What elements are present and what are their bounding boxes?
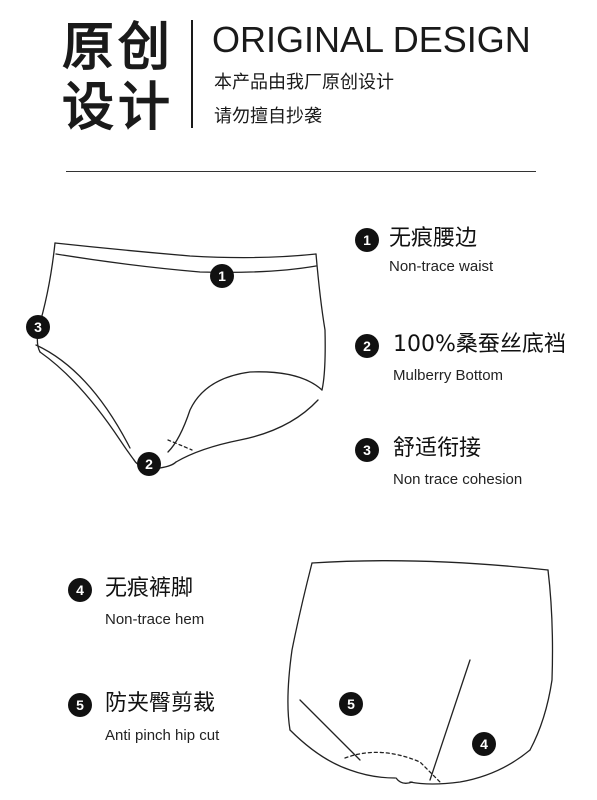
feature-4-number: 4 [68,578,92,602]
back-waistband [311,560,549,571]
en-title: ORIGINAL DESIGN [212,19,531,60]
feature-4-subtitle: Non-trace hem [105,611,205,628]
back-seam-right [429,659,471,781]
back-gusset-dashed [344,751,441,783]
front-waistband [54,242,317,259]
feature-3-number: 3 [355,438,379,462]
feature-5-subtitle: Anti pinch hip cut [105,727,220,744]
header-rule [66,171,536,172]
back-seam-left [299,699,361,761]
subtitle-line1: 本产品由我厂原创设计 [214,72,394,93]
feature-3-title: 舒适衔接 [393,436,482,461]
feature-1-subtitle: Non-trace waist [389,258,494,275]
back-marker-5: 5 [339,692,363,716]
front-marker-1: 1 [210,264,234,288]
front-marker-3: 3 [26,315,50,339]
subtitle-line2: 请勿擅自抄袭 [214,106,322,127]
zh-title-line1: 原创 [62,18,175,78]
feature-1-number: 1 [355,228,379,252]
front-marker-2: 2 [137,452,161,476]
feature-4-title: 无痕裤脚 [105,576,194,601]
feature-2-number: 2 [355,334,379,358]
back-marker-4: 4 [472,732,496,756]
feature-2-title: 100%桑蚕丝底裆 [393,332,566,357]
zh-title-line2: 设计 [62,78,175,138]
feature-3-subtitle: Non trace cohesion [393,471,523,488]
feature-1-title: 无痕腰边 [389,226,478,251]
feature-5-title: 防夹臀剪裁 [105,691,216,716]
front-gusset-dashed [167,439,193,451]
feature-5-number: 5 [68,693,92,717]
feature-2-subtitle: Mulberry Bottom [393,367,504,384]
header-divider [191,20,193,128]
